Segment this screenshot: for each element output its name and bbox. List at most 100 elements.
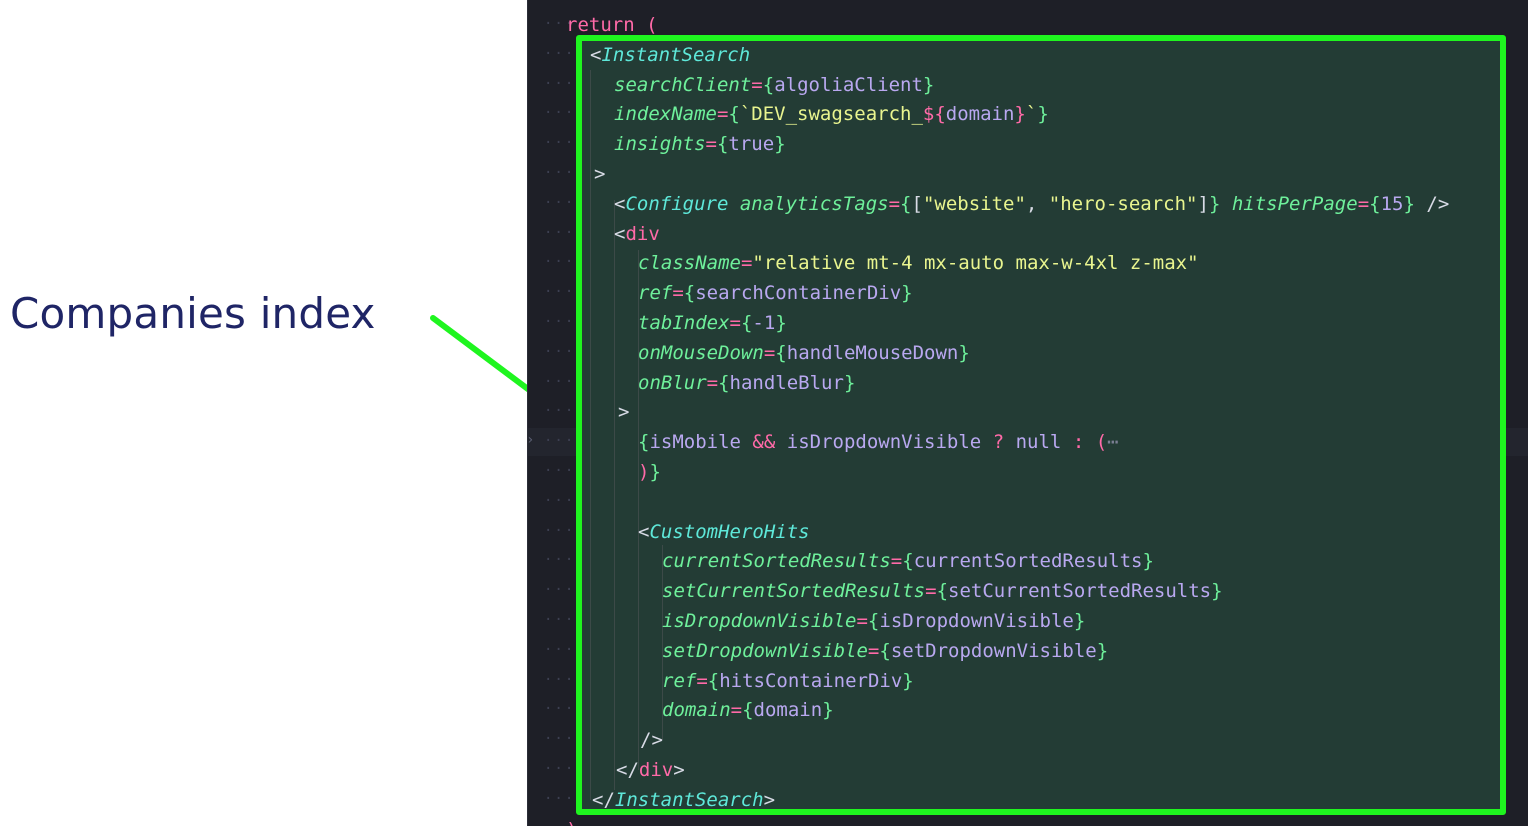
code-token: setDropdownVisible [662, 639, 868, 662]
code-line[interactable]: className="relative mt-4 mx-auto max-w-4… [638, 248, 1199, 278]
whitespace-dots: ··· [544, 731, 576, 748]
code-token: { [728, 103, 740, 126]
code-token: domain [753, 699, 823, 722]
code-line[interactable]: </InstantSearch> [592, 785, 775, 815]
code-token: } [1208, 192, 1221, 215]
code-token: </ [592, 788, 615, 811]
code-token: isDropdownVisible [786, 431, 982, 454]
code-token: = [730, 699, 743, 722]
whitespace-dots: ··· [544, 671, 576, 688]
code-token: { [902, 550, 914, 573]
code-token: = [888, 192, 901, 215]
code-line[interactable]: )} [638, 457, 661, 487]
code-line[interactable]: /> [640, 725, 663, 755]
whitespace-dots: ··· [544, 433, 576, 450]
whitespace-dots: ··· [544, 612, 576, 628]
code-line[interactable]: isDropdownVisible={isDropdownVisible} [662, 606, 1085, 636]
code-token: = [740, 252, 753, 275]
code-token: { [867, 610, 880, 632]
code-line[interactable]: indexName={`DEV_swagsearch_${domain}`} [614, 99, 1049, 129]
whitespace-dots: ··· [544, 165, 576, 181]
code-line[interactable]: ref={searchContainerDiv} [638, 278, 913, 308]
whitespace-dots: ··· [544, 492, 576, 509]
code-token: ⋯ [1107, 431, 1119, 454]
code-token: { [683, 282, 696, 305]
code-token: -1 [752, 312, 776, 334]
code-line[interactable]: setCurrentSortedResults={setCurrentSorte… [662, 576, 1223, 606]
code-line[interactable]: searchClient={algoliaClient} [614, 70, 934, 100]
code-token: } [902, 669, 914, 692]
code-token: searchClient [614, 73, 752, 96]
code-line[interactable]: <CustomHeroHits [638, 517, 810, 547]
code-token: = [716, 103, 729, 126]
code-token: = [1357, 192, 1370, 215]
code-token [981, 431, 992, 453]
code-editor[interactable]: ········································… [527, 0, 1528, 826]
whitespace-dots: ··· [544, 45, 576, 62]
code-token [1220, 193, 1231, 215]
code-line[interactable]: ref={hitsContainerDiv} [662, 666, 914, 696]
code-token: < [614, 192, 626, 215]
code-token: [ [911, 192, 923, 215]
whitespace-dots: ··· [544, 522, 576, 539]
code-line[interactable]: insights={true} [614, 129, 786, 159]
whitespace-dots: ··· [544, 75, 576, 92]
code-line[interactable]: currentSortedResults={currentSortedResul… [662, 546, 1154, 576]
code-line[interactable]: {isMobile && isDropdownVisible ? null : … [638, 427, 1119, 457]
code-token: ( [1095, 431, 1108, 454]
indent-guide [614, 200, 615, 790]
code-token: } [1142, 550, 1154, 573]
code-line[interactable]: domain={domain} [662, 695, 834, 725]
code-token: { [879, 639, 891, 662]
code-token: { [716, 133, 729, 156]
code-token: </ [616, 759, 639, 781]
code-line[interactable]: tabIndex={-1} [638, 308, 787, 338]
code-token: analyticsTags [739, 192, 889, 215]
whitespace-dots: ··· [544, 641, 576, 658]
indent-guide [590, 70, 591, 800]
whitespace-dots: ··· [544, 761, 576, 777]
code-token: { [742, 699, 754, 722]
whitespace-dots: ··· [544, 105, 576, 122]
fold-chevron-icon[interactable]: › [528, 432, 534, 448]
code-token [1004, 431, 1015, 453]
code-token: { [638, 431, 650, 454]
code-token: handleMouseDown [786, 341, 959, 364]
code-token: currentSortedResults [662, 550, 891, 573]
code-token: true [728, 133, 775, 156]
whitespace-dots: ··· [544, 463, 576, 479]
code-token: ] [1197, 192, 1209, 215]
code-line[interactable]: > [594, 159, 605, 189]
code-line[interactable]: ) [566, 815, 577, 826]
code-line[interactable]: <Configure analyticsTags={["website", "h… [614, 189, 1449, 219]
code-token: } [775, 312, 787, 334]
code-token: hitsContainerDiv [719, 669, 903, 692]
annotation-label: Companies index [10, 289, 376, 338]
code-token: ${ [922, 103, 946, 126]
code-line[interactable]: setDropdownVisible={setDropdownVisible} [662, 636, 1108, 666]
code-token: /> [640, 729, 663, 752]
code-token: hitsPerPage [1231, 192, 1358, 215]
code-token: = [696, 669, 708, 692]
code-token: } [774, 133, 786, 156]
code-line[interactable]: <div [614, 219, 660, 249]
code-line[interactable]: onBlur={handleBlur} [638, 368, 855, 398]
code-line[interactable]: </div> [616, 755, 685, 785]
code-line[interactable]: > [618, 397, 629, 427]
code-token: return [566, 14, 635, 36]
code-line[interactable]: onMouseDown={handleMouseDown} [638, 338, 970, 368]
code-token: handleBlur [729, 371, 844, 394]
code-token: > [673, 759, 685, 781]
code-line[interactable]: return ( [566, 10, 658, 40]
code-token: : [1072, 431, 1085, 454]
code-token: "hero-search" [1048, 192, 1198, 215]
annotation-connector-line [430, 315, 583, 431]
code-token: ) [638, 461, 650, 483]
code-token: domain [662, 699, 731, 722]
code-token: null [1015, 431, 1062, 454]
code-line[interactable]: <InstantSearch [590, 40, 750, 70]
code-token: = [890, 550, 903, 573]
code-token: isDropdownVisible [662, 610, 857, 632]
code-token: = [751, 73, 763, 96]
code-token: { [900, 192, 912, 215]
